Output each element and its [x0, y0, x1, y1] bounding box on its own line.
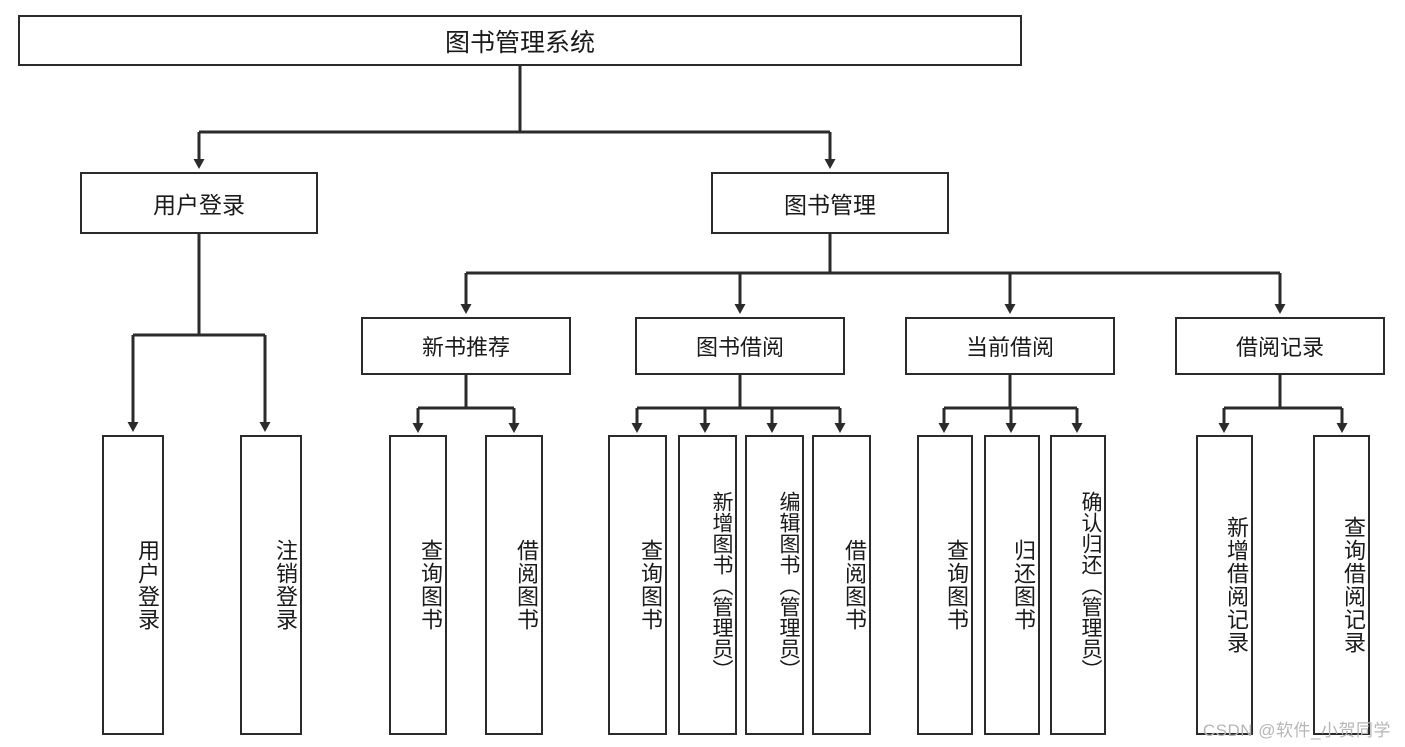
- node-leaf-current-query-book[interactable]: 查询图书: [917, 435, 973, 735]
- node-leaf-record-query-record-label: 查询借阅记录: [1341, 516, 1366, 654]
- node-leaf-current-query-book-label: 查询图书: [944, 539, 969, 631]
- node-book-borrow[interactable]: 图书借阅: [635, 317, 845, 375]
- node-root-system[interactable]: 图书管理系统: [18, 15, 1022, 66]
- node-borrow-record-label: 借阅记录: [1235, 335, 1324, 360]
- node-leaf-current-confirm-return[interactable]: 确认归还（管理员）: [1050, 435, 1106, 735]
- node-new-book-recommend[interactable]: 新书推荐: [361, 317, 571, 375]
- node-leaf-current-return-book[interactable]: 归还图书: [984, 435, 1040, 735]
- node-leaf-record-add-record[interactable]: 新增借阅记录: [1196, 435, 1253, 735]
- node-leaf-user-login-label: 用户登录: [135, 539, 160, 631]
- node-user-login[interactable]: 用户登录: [80, 172, 318, 234]
- node-leaf-current-confirm-return-label: 确认归还（管理员）: [1079, 490, 1102, 680]
- node-leaf-newbook-query-book-label: 查询图书: [418, 539, 443, 631]
- node-leaf-borrow-borrow-book-label: 借阅图书: [842, 539, 867, 631]
- node-leaf-newbook-borrow-book[interactable]: 借阅图书: [485, 435, 543, 735]
- node-current-borrow-label: 当前借阅: [965, 335, 1054, 360]
- node-book-borrow-label: 图书借阅: [695, 335, 784, 360]
- node-leaf-borrow-add-book[interactable]: 新增图书（管理员）: [678, 435, 737, 735]
- node-user-login-label: 用户登录: [153, 192, 245, 218]
- node-new-book-recommend-label: 新书推荐: [421, 335, 510, 360]
- node-leaf-borrow-add-book-label: 新增图书（管理员）: [710, 490, 733, 680]
- csdn-watermark: CSDN @软件_小贺同学: [1202, 721, 1391, 740]
- node-leaf-borrow-query-book-label: 查询图书: [638, 539, 663, 631]
- node-leaf-borrow-borrow-book[interactable]: 借阅图书: [812, 435, 871, 735]
- node-leaf-record-add-record-label: 新增借阅记录: [1224, 516, 1249, 654]
- node-leaf-borrow-query-book[interactable]: 查询图书: [608, 435, 667, 735]
- node-leaf-newbook-borrow-book-label: 借阅图书: [514, 539, 539, 631]
- node-leaf-logout-label: 注销登录: [273, 539, 298, 631]
- node-leaf-current-return-book-label: 归还图书: [1011, 539, 1036, 631]
- node-leaf-logout[interactable]: 注销登录: [240, 435, 302, 735]
- node-leaf-borrow-edit-book[interactable]: 编辑图书（管理员）: [745, 435, 804, 735]
- node-leaf-newbook-query-book[interactable]: 查询图书: [389, 435, 447, 735]
- node-leaf-borrow-edit-book-label: 编辑图书（管理员）: [777, 490, 800, 680]
- node-book-management[interactable]: 图书管理: [711, 172, 949, 234]
- node-leaf-record-query-record[interactable]: 查询借阅记录: [1313, 435, 1370, 735]
- node-borrow-record[interactable]: 借阅记录: [1175, 317, 1385, 375]
- node-current-borrow[interactable]: 当前借阅: [905, 317, 1115, 375]
- node-root-system-label: 图书管理系统: [444, 28, 595, 57]
- node-book-management-label: 图书管理: [784, 192, 876, 218]
- node-leaf-user-login[interactable]: 用户登录: [102, 435, 164, 735]
